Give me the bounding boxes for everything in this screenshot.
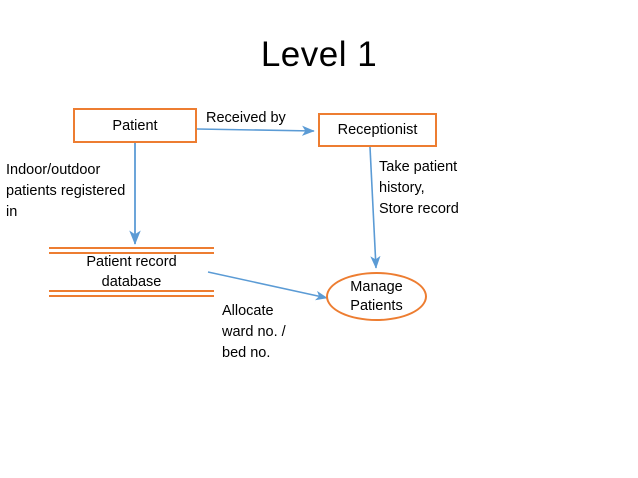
- datastore-patient-record[interactable]: Patient record database: [49, 247, 214, 297]
- flow-label-registered-in: Indoor/outdoor patients registered in: [6, 162, 126, 220]
- process-label-line1: Manage: [350, 278, 403, 295]
- flow-label-allocate-ward: Allocate ward no. / bed no.: [222, 303, 286, 361]
- datastore-rule-top-inner: [49, 252, 214, 254]
- arrow-datastore-to-process: [207, 271, 328, 301]
- arrow-receptionist-to-process: [369, 146, 381, 269]
- process-manage-patients[interactable]: Manage Patients: [326, 272, 427, 321]
- entity-patient[interactable]: Patient: [73, 108, 197, 143]
- datastore-rule-bottom-outer: [49, 295, 214, 297]
- page-title: Level 1: [260, 35, 378, 74]
- flow-label-received-by: Received by: [206, 110, 286, 126]
- datastore-rule-bottom-inner: [49, 290, 214, 292]
- entity-receptionist-label: Receptionist: [337, 122, 418, 138]
- datastore-bottom-rules: [49, 290, 214, 297]
- entity-patient-label: Patient: [112, 117, 158, 134]
- datastore-rule-top-outer: [49, 247, 214, 249]
- arrow-patient-to-receptionist: [196, 125, 315, 136]
- entity-receptionist[interactable]: Receptionist: [318, 113, 437, 147]
- datastore-top-rules: [49, 247, 214, 254]
- datastore-label-line1: Patient record: [86, 254, 177, 270]
- datastore-label: Patient record database: [49, 252, 214, 292]
- datastore-label-line2: database: [101, 274, 162, 290]
- process-label-line2: Patients: [350, 297, 403, 314]
- flow-label-take-history: Take patient history, Store record: [379, 159, 459, 217]
